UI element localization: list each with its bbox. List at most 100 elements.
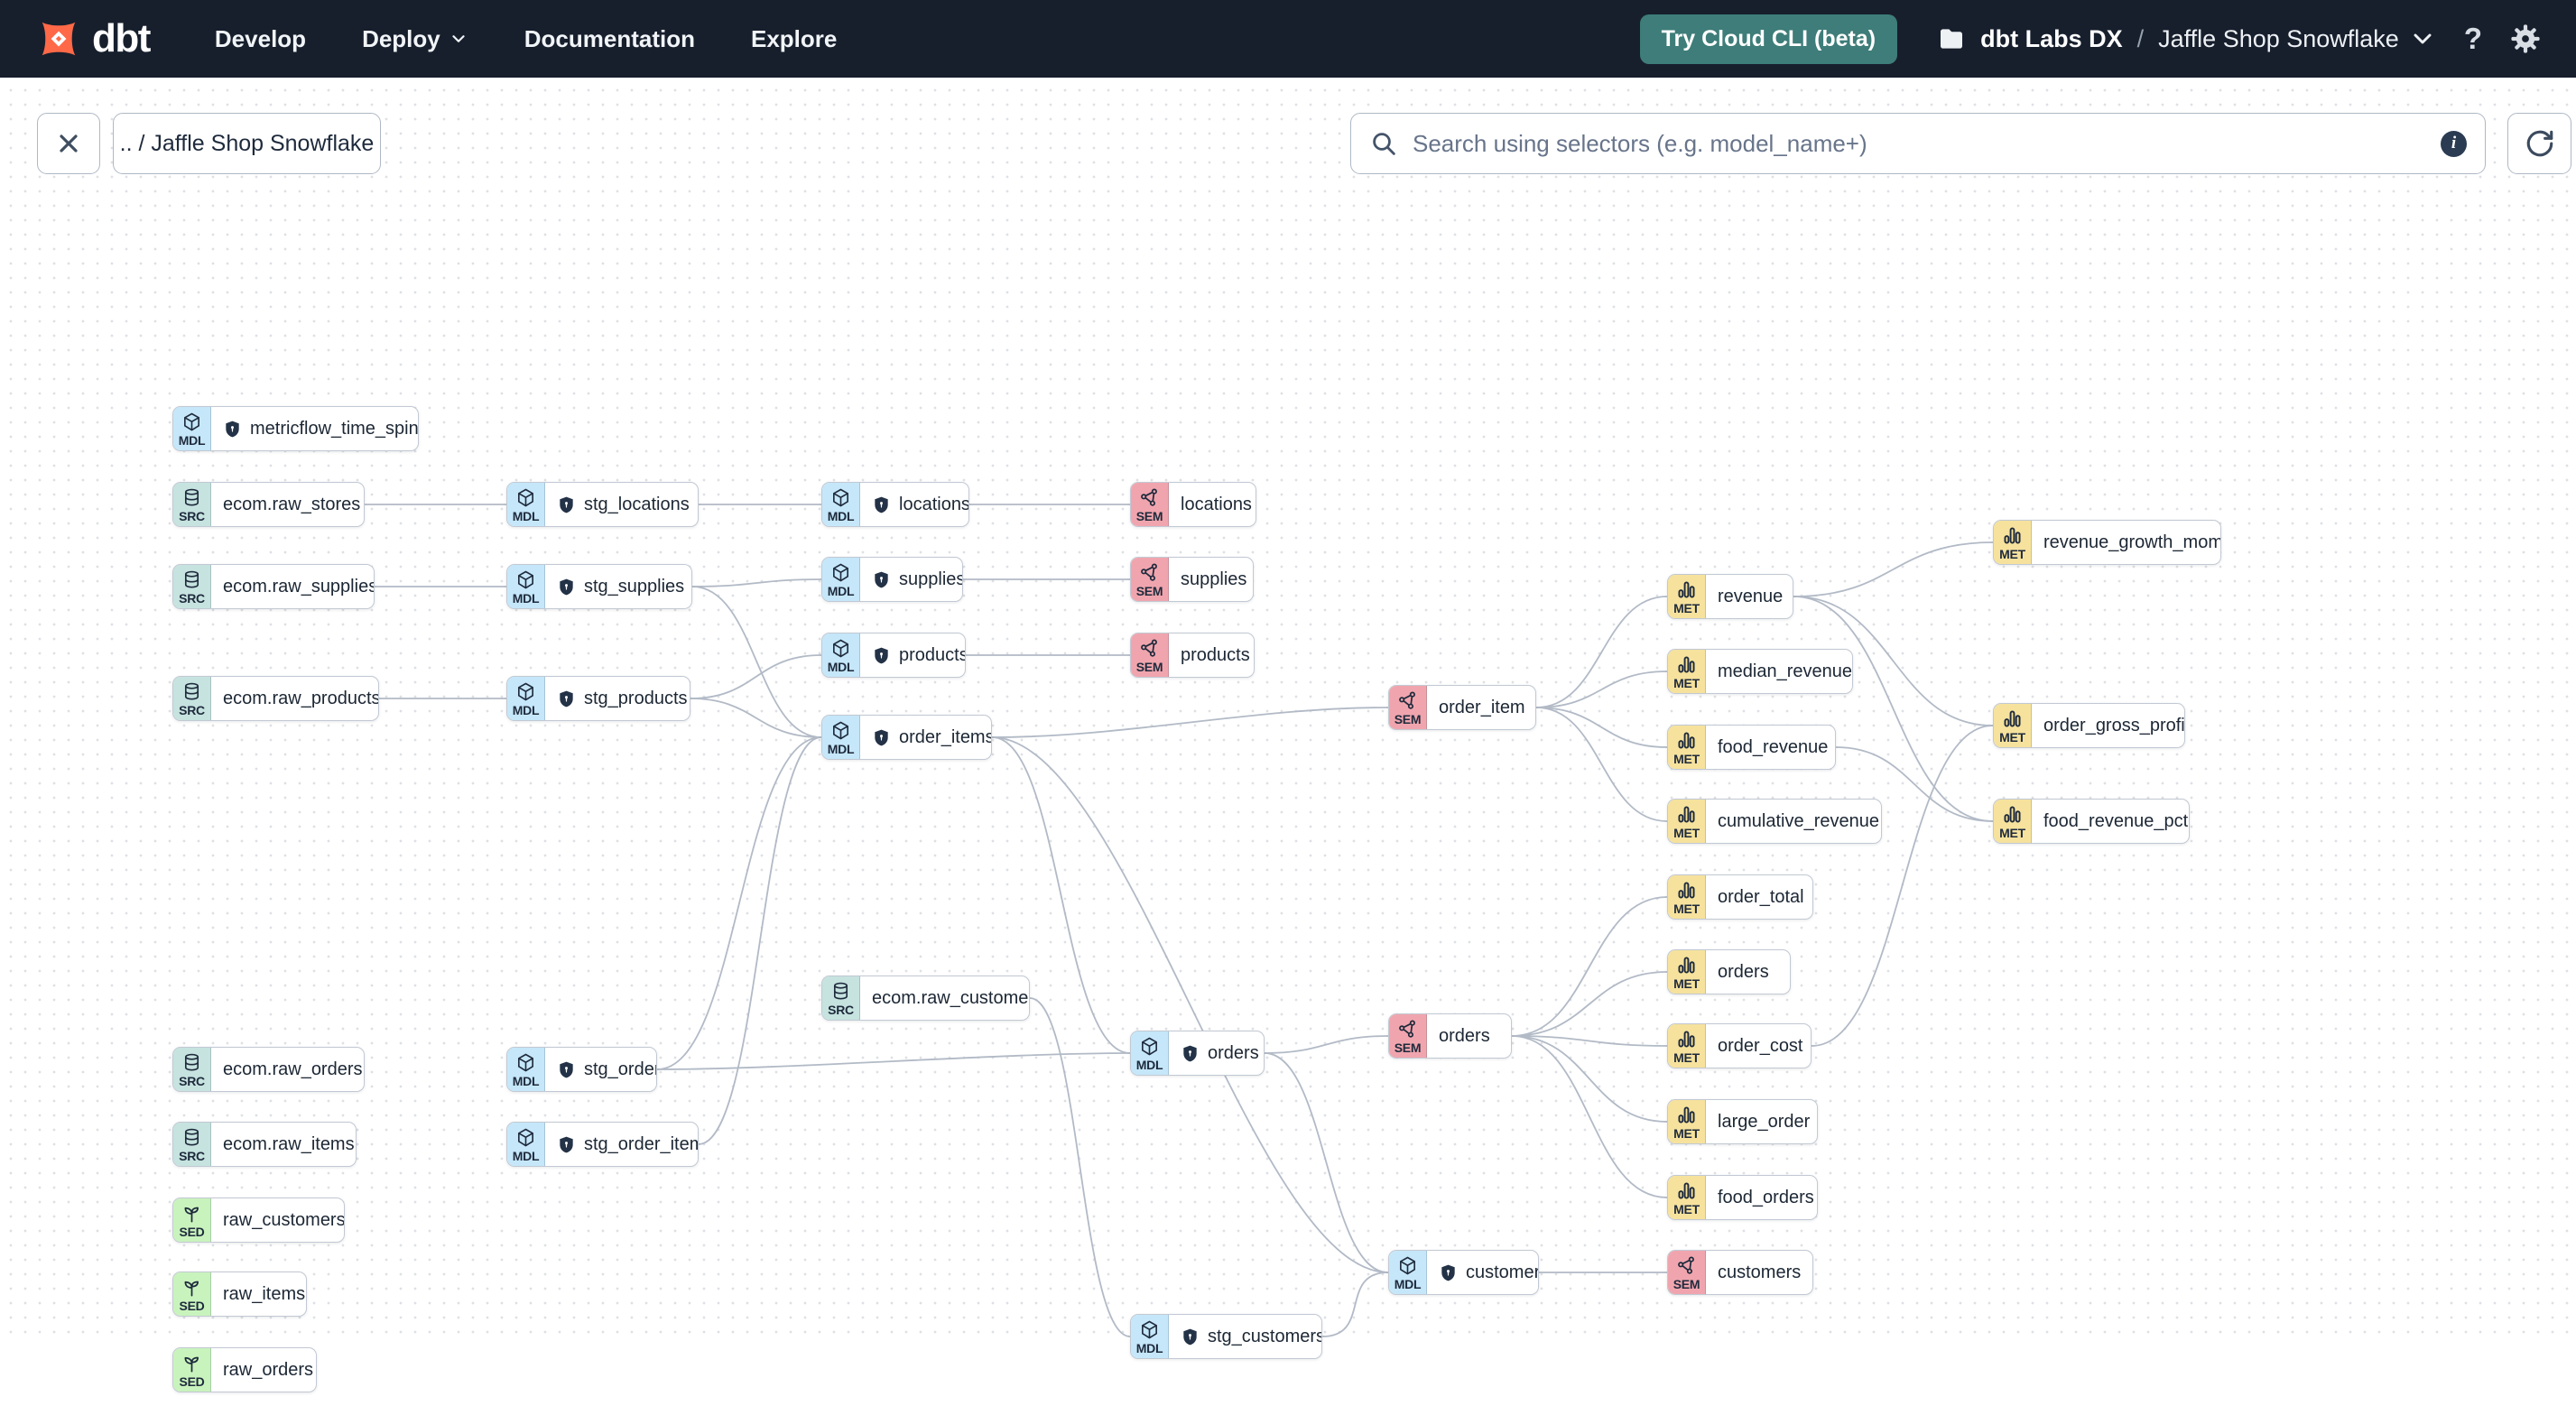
node-body: locations [1169,483,1256,526]
edge-sem_order_item-to-met_food_revenue [1535,707,1668,748]
node-body: locations [860,483,968,526]
node-body: stg_order_items [545,1123,698,1166]
node-type-label: SEM [1135,583,1163,598]
node-mdl_orders[interactable]: MDL orders [1130,1031,1265,1076]
node-type-label: MDL [512,508,540,523]
edge-mdl_stg_customers-to-mdl_customers [1321,1272,1389,1337]
shield-icon [872,495,891,514]
node-type-label: MDL [178,432,206,448]
edge-mdl_stg_supplies-to-mdl_order_items [691,586,822,738]
project-name: Jaffle Shop Snowflake [2158,24,2399,52]
node-label: stg_locations [584,494,690,514]
node-body: metricflow_time_spine [211,407,418,450]
nav-documentation[interactable]: Documentation [524,24,695,52]
node-type-label: MET [1999,729,2025,744]
refresh-button[interactable] [2507,113,2571,174]
search-input[interactable] [1411,128,2428,159]
node-body: products [860,634,965,677]
nav-develop[interactable]: Develop [214,24,307,52]
edge-sem_orders-to-met_orders [1511,971,1668,1037]
node-label: orders [1208,1042,1259,1063]
close-lineage-button[interactable] [37,113,100,174]
cube-icon: MDL [507,1048,545,1091]
node-label: food_revenue [1718,736,1829,757]
node-mdl_customers[interactable]: MDLcustomers [1388,1250,1539,1295]
settings-gear-icon[interactable] [2509,23,2542,55]
node-body: raw_customers [211,1198,344,1242]
database-icon: SRC [173,1123,211,1166]
node-body: cumulative_revenue [1706,800,1881,843]
node-type-label: MET [1673,600,1700,615]
nav-deploy[interactable]: Deploy [362,25,468,53]
node-mdl_products[interactable]: MDL products [821,633,966,678]
node-type-label: MDL [1394,1276,1422,1291]
dbt-logo[interactable]: dbt [34,14,151,63]
cube-icon: MDL [822,634,860,677]
account-name[interactable]: dbt Labs DX [1980,24,2123,52]
node-mdl_stg_locations[interactable]: MDL stg_locations [506,482,699,527]
search-icon [1373,133,1395,155]
node-body: supplies [860,558,962,601]
node-type-label: MDL [512,702,540,717]
lineage-breadcrumb[interactable]: .. / Jaffle Shop Snowflake [113,113,381,174]
node-body: stg_products [545,677,690,720]
edge-mdl_order_items-to-mdl_customers [991,736,1389,1273]
node-mdl_stg_products[interactable]: MDL stg_products [506,676,690,721]
selector-search-bar[interactable]: i [1350,113,2486,174]
metric-bars-icon: MET [1668,1100,1706,1143]
info-icon[interactable]: i [2441,130,2467,157]
shield-icon [557,578,576,597]
semantic-graph-icon: SEM [1389,1014,1427,1058]
nav-explore[interactable]: Explore [750,24,838,52]
project-switcher[interactable]: Jaffle Shop Snowflake [2158,24,2437,53]
node-mdl_metricflow_time_spine[interactable]: MDL metricflow_time_spine [172,406,419,451]
node-body: orders [1169,1031,1264,1075]
node-type-label: MET [1999,546,2025,561]
node-label: order_cost [1718,1035,1803,1056]
database-icon: SRC [822,976,860,1020]
node-label: products [899,644,965,665]
node-type-label: SED [179,1373,205,1389]
help-icon[interactable]: ? [2463,22,2482,55]
node-body: products [1169,634,1254,677]
metric-bars-icon: MET [1668,1176,1706,1219]
node-type-label: MDL [1135,1057,1163,1072]
try-cloud-cli-button[interactable]: Try Cloud CLI (beta) [1639,14,1898,64]
metric-bars-icon: MET [1668,875,1706,919]
